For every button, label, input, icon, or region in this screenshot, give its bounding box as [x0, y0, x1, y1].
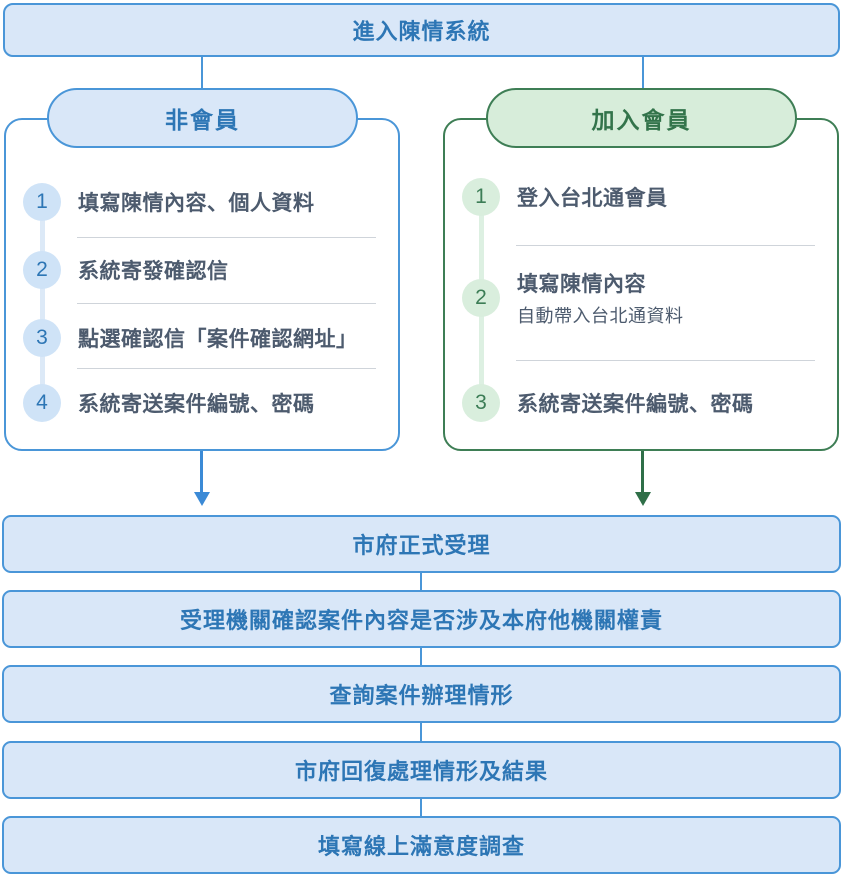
member-step-1: 1 登入台北通會員 [462, 178, 831, 216]
step-sublabel: 自動帶入台北通資料 [517, 306, 684, 326]
step-label: 系統寄送案件編號、密碼 [517, 393, 754, 416]
step-label: 系統寄送案件編號、密碼 [78, 393, 315, 416]
step-label: 填寫陳情內容 [517, 273, 646, 296]
flow-start-label: 進入陳情系統 [352, 19, 491, 44]
process-bar-confirm-jurisdiction: 受理機關確認案件內容是否涉及本府他機關權責 [2, 590, 841, 648]
step-divider [77, 303, 376, 304]
non-member-step-4: 4 系統寄送案件編號、密碼 [23, 384, 392, 422]
step-number-badge: 1 [462, 178, 500, 216]
step-number: 1 [475, 185, 487, 208]
bar-connector [420, 646, 422, 667]
step-number-badge: 3 [23, 319, 61, 357]
process-bar-label: 查詢案件辦理情形 [329, 683, 514, 708]
step-divider [77, 368, 376, 369]
member-arrow-stem [641, 451, 644, 493]
bar-connector [420, 797, 422, 818]
non-member-step-3: 3 點選確認信「案件確認網址」 [23, 319, 392, 357]
non-member-step-1: 1 填寫陳情內容、個人資料 [23, 183, 392, 221]
member-panel: 1 登入台北通會員 2 填寫陳情內容 自動帶入台北通資料 3 系統寄送案件編號、… [443, 118, 839, 451]
member-step-2: 2 填寫陳情內容 自動帶入台北通資料 [462, 268, 831, 328]
step-number: 4 [36, 391, 48, 414]
member-arrow-head [635, 492, 651, 506]
step-number-badge: 2 [23, 251, 61, 289]
member-step-3: 3 系統寄送案件編號、密碼 [462, 384, 831, 422]
step-label: 填寫陳情內容、個人資料 [78, 192, 315, 215]
process-bar-label: 市府回復處理情形及結果 [294, 759, 548, 784]
step-number: 1 [36, 190, 48, 213]
non-member-header-label: 非會員 [165, 107, 240, 133]
non-member-step-2: 2 系統寄發確認信 [23, 251, 392, 289]
step-label: 登入台北通會員 [517, 187, 668, 210]
step-number: 3 [36, 326, 48, 349]
connector-start-to-nonmember [201, 56, 203, 90]
process-bar-satisfaction-survey: 填寫線上滿意度調查 [2, 816, 841, 874]
step-label: 點選確認信「案件確認網址」 [78, 328, 358, 351]
step-number-badge: 3 [462, 384, 500, 422]
process-bar-label: 填寫線上滿意度調查 [317, 834, 525, 859]
process-bar-label: 受理機關確認案件內容是否涉及本府他機關權責 [179, 608, 663, 633]
non-member-header: 非會員 [47, 88, 358, 148]
step-number-badge: 2 [462, 279, 500, 317]
step-number: 3 [475, 391, 487, 414]
step-divider [77, 237, 376, 238]
non-member-panel: 1 填寫陳情內容、個人資料 2 系統寄發確認信 3 點選確認信「案件確認網址」 … [4, 118, 400, 451]
step-number-badge: 1 [23, 183, 61, 221]
process-bar-reply-result: 市府回復處理情形及結果 [2, 741, 841, 799]
step-number: 2 [475, 286, 487, 309]
member-header-label: 加入會員 [591, 107, 692, 133]
non-member-arrow-head [194, 492, 210, 506]
non-member-arrow-stem [200, 451, 203, 493]
member-header: 加入會員 [486, 88, 797, 148]
step-number: 2 [36, 258, 48, 281]
process-bar-accepted: 市府正式受理 [2, 515, 841, 573]
step-label-group: 填寫陳情內容 自動帶入台北通資料 [517, 268, 684, 328]
bar-connector [420, 571, 422, 592]
flow-start-node: 進入陳情系統 [3, 3, 840, 57]
step-divider [516, 245, 815, 246]
step-label: 系統寄發確認信 [78, 260, 229, 283]
step-number-badge: 4 [23, 384, 61, 422]
step-divider [516, 360, 815, 361]
process-bar-query-status: 查詢案件辦理情形 [2, 665, 841, 723]
process-bar-label: 市府正式受理 [352, 533, 491, 558]
bar-connector [420, 722, 422, 743]
connector-start-to-member [642, 56, 644, 90]
non-member-step-track [40, 202, 45, 403]
